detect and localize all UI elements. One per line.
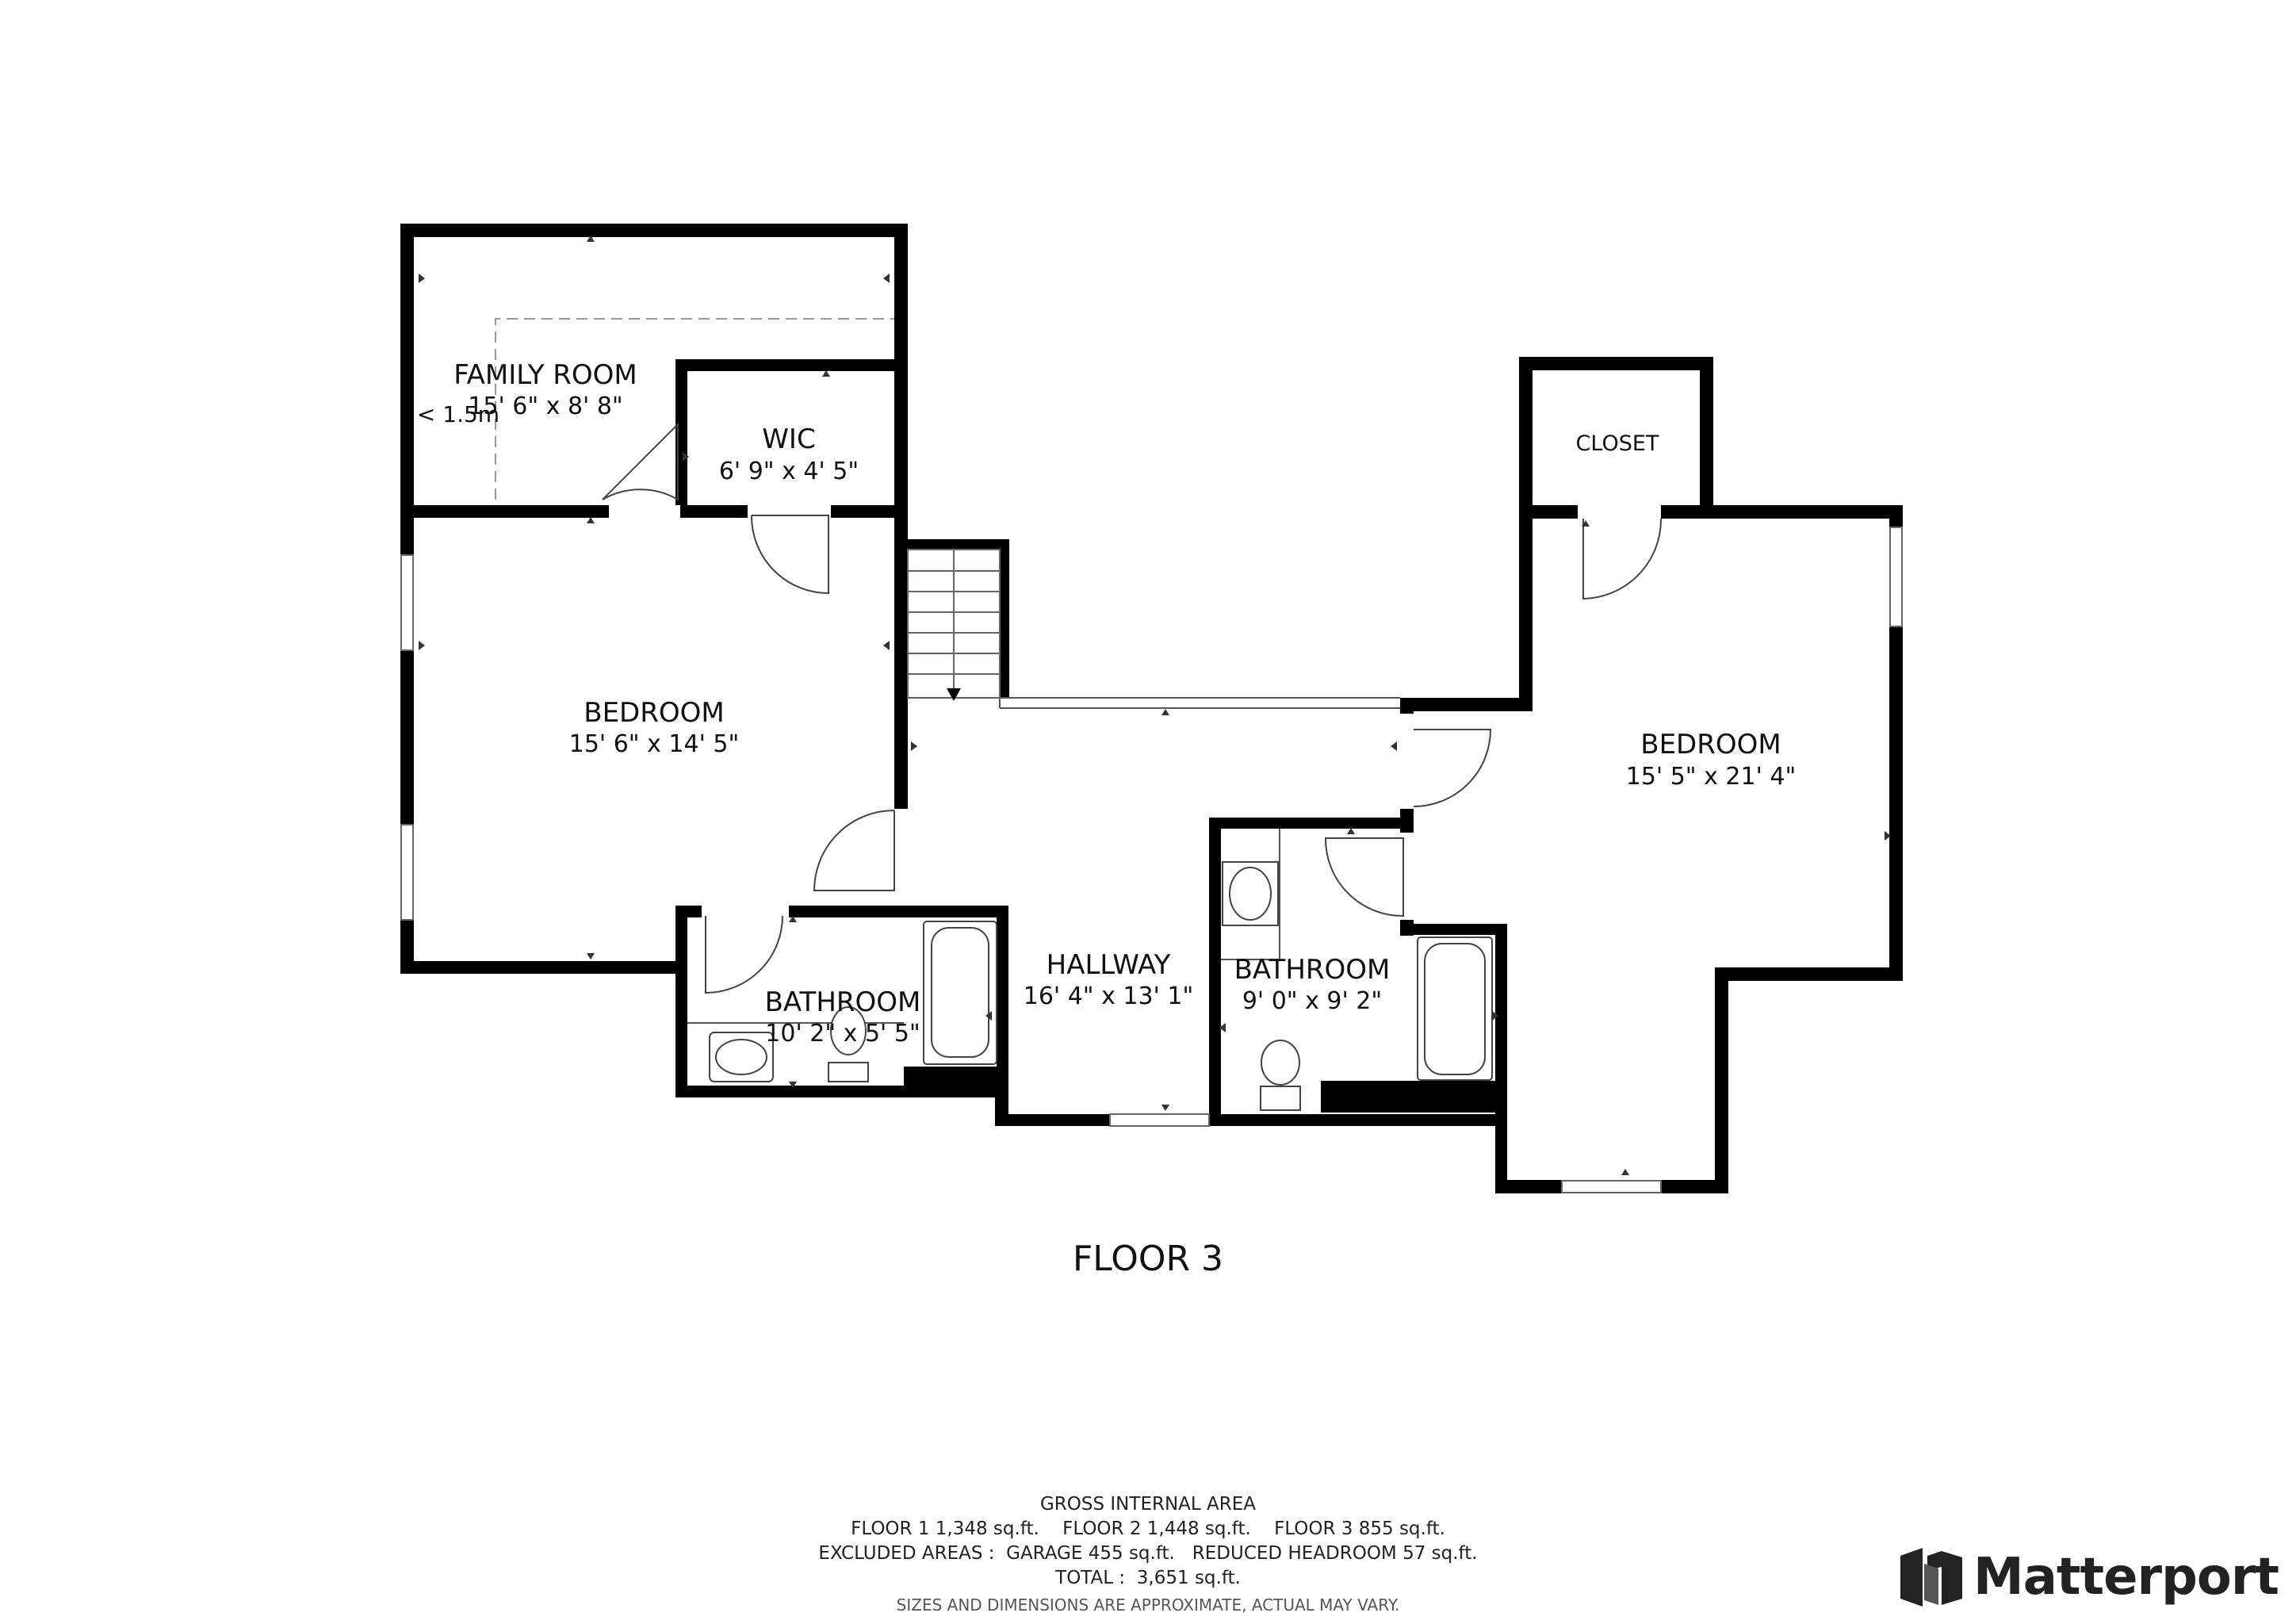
bathtub-inner xyxy=(1424,943,1486,1075)
wall xyxy=(675,359,908,371)
floor-title: FLOOR 3 xyxy=(1072,1239,1224,1279)
closet-name: CLOSET xyxy=(1576,431,1659,456)
wall xyxy=(1408,924,1507,935)
window xyxy=(400,824,414,921)
wall xyxy=(1209,818,1411,829)
area-heading: GROSS INTERNAL AREA xyxy=(1039,1494,1256,1515)
doors xyxy=(602,422,1663,994)
toilet-tank xyxy=(1260,1086,1301,1111)
bathroom-sink-bowl xyxy=(1229,867,1272,921)
bedroom-right-dims: 15' 5" x 21' 4" xyxy=(1626,763,1797,791)
bathtub-inner xyxy=(931,927,989,1058)
hallway-dims: 16' 4" x 13' 1" xyxy=(1024,982,1194,1010)
brand-logo: Matterport xyxy=(1900,1548,2279,1607)
window xyxy=(1889,527,1903,627)
staircase xyxy=(907,549,1001,699)
bedroom-right-name: BEDROOM xyxy=(1640,729,1781,760)
wall xyxy=(1400,698,1533,711)
bathroom-left-dims: 10' 2" x 5' 5" xyxy=(765,1020,920,1048)
fixtures xyxy=(709,861,1493,1111)
matterport-logo-icon xyxy=(1900,1548,1963,1607)
wall xyxy=(894,539,1009,550)
door-openings xyxy=(609,505,1661,920)
bathroom-sink-bowl xyxy=(715,1039,767,1075)
toilet-bowl xyxy=(830,1006,867,1055)
wall xyxy=(1715,967,1903,981)
wall xyxy=(904,1067,1008,1097)
wall xyxy=(400,961,678,974)
bedroom-left-dims: 15' 6" x 14' 5" xyxy=(569,730,740,758)
bathroom-left-name: BATHROOM xyxy=(765,986,921,1018)
wall xyxy=(400,224,908,237)
bathroom-right-name: BATHROOM xyxy=(1234,954,1391,986)
window xyxy=(400,554,414,651)
room-labels: FAMILY ROOM 15' 6" x 8' 8" < 1.5m WIC 6'… xyxy=(417,359,1796,1048)
wall xyxy=(1700,357,1713,508)
area-summary: GROSS INTERNAL AREA FLOOR 1 1,348 sq.ft.… xyxy=(0,1492,2296,1614)
reduced-headroom-line xyxy=(495,318,894,500)
disclaimer: SIZES AND DIMENSIONS ARE APPROXIMATE, AC… xyxy=(896,1595,1400,1614)
hallway-name: HALLWAY xyxy=(1047,949,1171,981)
wall xyxy=(995,1114,1110,1126)
wall xyxy=(997,906,1008,1097)
wall xyxy=(1519,357,1533,711)
wic-name: WIC xyxy=(762,423,815,455)
toilet-tank xyxy=(828,1062,869,1082)
wall xyxy=(1715,967,1728,1193)
area-floors: FLOOR 1 1,348 sq.ft. FLOOR 2 1,448 sq.ft… xyxy=(851,1519,1445,1539)
wall xyxy=(1321,1081,1495,1113)
family-room-name: FAMILY ROOM xyxy=(453,359,637,391)
stair-arrow-icon xyxy=(947,688,961,701)
toilet-bowl xyxy=(1261,1040,1300,1086)
windows xyxy=(400,527,1903,1193)
bathroom-right-dims: 9' 0" x 9' 2" xyxy=(1242,987,1382,1015)
wall xyxy=(1000,539,1009,698)
wall-markers xyxy=(419,236,1891,1175)
wall xyxy=(894,224,908,896)
wic-dims: 6' 9" x 4' 5" xyxy=(719,458,859,485)
wall xyxy=(1700,505,1903,519)
window xyxy=(1109,1113,1210,1127)
wall xyxy=(1495,924,1507,1193)
family-room-dims: 15' 6" x 8' 8" xyxy=(468,393,622,420)
area-excluded: EXCLUDED AREAS : GARAGE 455 sq.ft. REDUC… xyxy=(818,1543,1478,1564)
wall xyxy=(1519,357,1713,370)
wall xyxy=(675,906,687,1097)
bedroom-left-name: BEDROOM xyxy=(584,697,724,729)
wall xyxy=(1209,818,1221,1126)
window xyxy=(1561,1180,1662,1193)
area-total: TOTAL : 3,651 sq.ft. xyxy=(1055,1568,1241,1588)
wall xyxy=(1209,1114,1502,1126)
headroom-note: < 1.5m xyxy=(417,401,499,427)
brand-name: Matterport xyxy=(1973,1548,2279,1607)
